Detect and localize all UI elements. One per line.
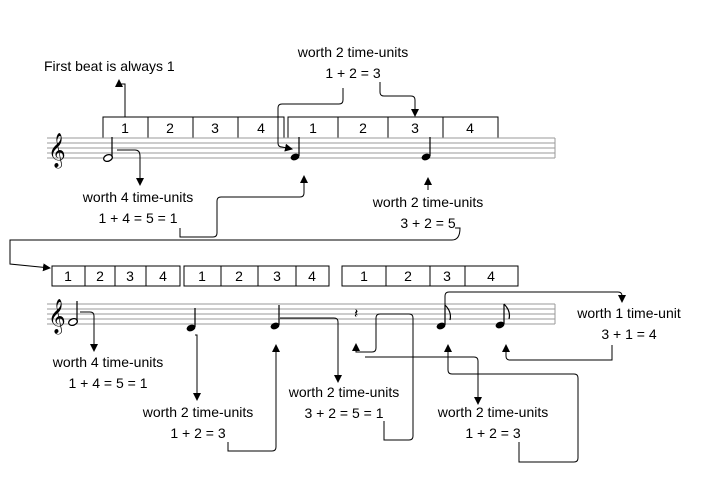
beat-label: 1 [121,120,129,136]
beat-label: 2 [359,120,367,136]
quarter-note-icon [186,308,196,332]
treble-clef-icon: 𝄞 [48,133,66,169]
annotation-calc: 1 + 2 = 3 [325,65,380,81]
beat-label: 4 [308,268,316,284]
annotation-calc: 1 + 4 = 5 = 1 [68,375,147,391]
quarter-note-icon [290,137,300,161]
half-note-icon [102,137,114,163]
connector-lines-2 [80,291,626,463]
annotation-title: worth 2 time-units [288,384,399,400]
beat-label: 4 [257,120,265,136]
beat-cell [295,265,330,287]
beat-label: 1 [309,120,317,136]
annotation-calc: 1 + 2 = 3 [465,425,520,441]
annotation-calc: 3 + 2 = 5 [400,215,455,231]
beat-label: 4 [487,268,495,284]
beat-label: 3 [211,120,219,136]
beat-label: 3 [273,268,281,284]
connector-lines-1 [9,79,461,272]
annotation-title: worth 4 time-units [52,354,163,370]
treble-clef-icon: 𝄞 [48,299,66,335]
beat-label: 3 [411,120,419,136]
beat-label: 1 [198,268,206,284]
beat-cell [145,265,181,287]
quarter-rest-icon: 𝄽 [354,305,358,321]
beat-label: 1 [64,268,72,284]
annotation-title: worth 2 time-units [372,194,483,210]
beat-label: 3 [126,268,134,284]
beat-label: 4 [159,268,167,284]
beat-row-1: 1 2 3 4 1 2 3 4 [102,116,499,139]
annotation-title: worth 2 time-units [437,404,548,420]
eighth-note-icon [495,303,511,329]
beat-label: 2 [166,120,174,136]
annotation-title: worth 2 time-units [142,404,253,420]
eighth-note-icon [436,304,452,330]
annotation-calc: 1 + 4 = 5 = 1 [98,210,177,226]
annotation-title: worth 4 time-units [82,189,193,205]
annotation-title: worth 1 time-unit [576,305,681,321]
beat-row-2: 1 2 3 4 1 2 3 4 1 2 3 4 [51,265,519,287]
first-beat-note: First beat is always 1 [44,58,175,74]
annotation-calc: 1 + 2 = 3 [170,425,225,441]
annotation-title: worth 2 time-units [297,44,408,60]
beat-label: 1 [360,268,368,284]
staff-2: 𝄞 𝄽 [47,299,556,335]
beat-label: 3 [443,268,451,284]
staff-1: 𝄞 [47,133,556,169]
annotation-calc: 3 + 1 = 4 [601,326,656,342]
quarter-note-icon [421,137,431,161]
beat-label: 2 [96,268,104,284]
beat-label: 2 [404,268,412,284]
beat-cell [464,265,519,287]
beat-label: 2 [235,268,243,284]
beat-label: 4 [466,120,474,136]
half-note-icon [67,301,79,327]
annotation-calc: 3 + 2 = 5 = 1 [304,405,383,421]
half-note-icon [270,305,280,330]
